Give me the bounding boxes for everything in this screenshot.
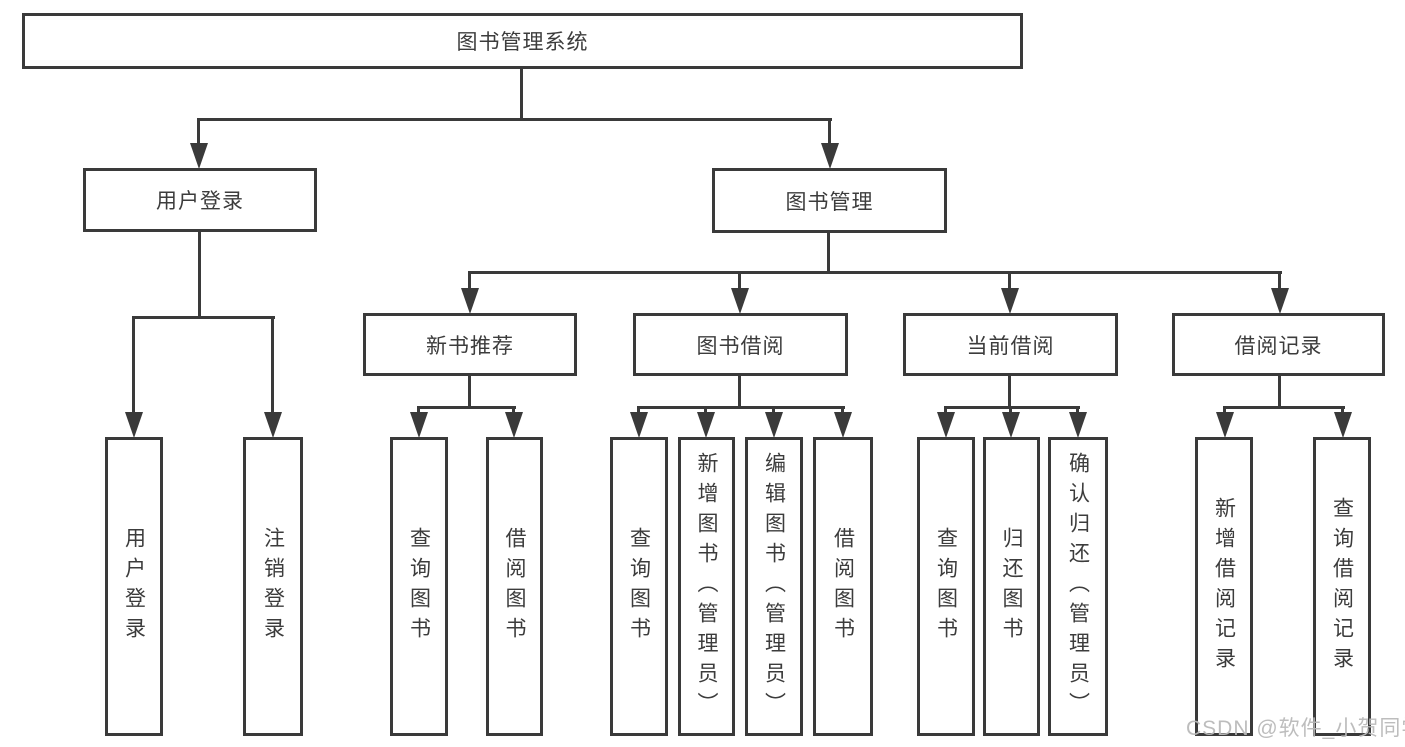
arrow-down-icon xyxy=(834,412,852,438)
leaf-label: 借阅图书 xyxy=(503,526,526,647)
node-root-label: 图书管理系统 xyxy=(456,31,589,54)
node-current-borrow-label: 当前借阅 xyxy=(966,334,1055,358)
leaf-label: 借阅图书 xyxy=(831,526,855,647)
arrow-down-icon xyxy=(1216,412,1234,438)
connector-stem-book-mgmt xyxy=(828,118,831,148)
connector-root-stem xyxy=(520,69,523,121)
csdn-watermark: CSDN @软件_小贺同学 xyxy=(1186,717,1405,740)
leaf-query-books-borrow: 查询图书 xyxy=(610,437,668,736)
connector-newbook-stem xyxy=(468,376,471,409)
connector-stem-leaf xyxy=(417,406,420,416)
leaf-confirm-return-admin: 确认归还（管理员） xyxy=(1048,437,1108,736)
leaf-label: 新增借阅记录 xyxy=(1212,496,1236,677)
connector-stem-leaf xyxy=(772,406,775,416)
node-book-management-label: 图书管理 xyxy=(785,190,874,214)
connector-stem-leaf xyxy=(841,406,844,416)
connector-current-stem xyxy=(1008,376,1011,409)
leaf-query-books-current: 查询图书 xyxy=(917,437,975,736)
leaf-label: 查询图书 xyxy=(934,526,958,647)
connector-stem-leaf xyxy=(1009,406,1012,416)
leaf-label: 查询图书 xyxy=(627,526,651,647)
arrow-down-icon xyxy=(1271,288,1289,314)
leaf-label: 查询借阅记录 xyxy=(1330,496,1354,677)
leaf-borrow-books-recommend: 借阅图书 xyxy=(486,437,543,736)
node-borrow-records-label: 借阅记录 xyxy=(1234,334,1323,358)
connector-root-branch xyxy=(197,118,832,121)
connector-userlogin-branch xyxy=(132,316,275,319)
arrow-down-icon xyxy=(731,288,749,314)
connector-stem-leaf xyxy=(1223,406,1226,416)
leaf-label: 注销登录 xyxy=(261,526,285,647)
connector-bookmgmt-stem xyxy=(827,233,830,274)
connector-stem-records xyxy=(1278,271,1281,293)
leaf-query-borrow-record: 查询借阅记录 xyxy=(1313,437,1371,736)
node-user-login: 用户登录 xyxy=(83,168,317,232)
connector-stem-borrow xyxy=(738,271,741,293)
arrow-down-icon xyxy=(264,412,282,438)
arrow-down-icon xyxy=(1002,412,1020,438)
leaf-user-login: 用户登录 xyxy=(105,437,163,736)
arrow-down-icon xyxy=(410,412,428,438)
connector-userlogin-stem xyxy=(198,232,201,319)
leaf-label: 归还图书 xyxy=(1000,526,1023,647)
connector-stem-leaf xyxy=(512,406,515,416)
leaf-label: 新增图书（管理员） xyxy=(695,451,718,722)
node-user-login-label: 用户登录 xyxy=(156,190,244,213)
leaf-label: 确认归还（管理员） xyxy=(1066,451,1090,722)
connector-stem-current xyxy=(1008,271,1011,293)
connector-records-stem xyxy=(1278,376,1281,409)
leaf-logout: 注销登录 xyxy=(243,437,303,736)
arrow-down-icon xyxy=(1334,412,1352,438)
connector-stem-leaf xyxy=(944,406,947,416)
node-root: 图书管理系统 xyxy=(22,13,1023,69)
arrow-down-icon xyxy=(190,143,208,169)
arrow-down-icon xyxy=(505,412,523,438)
leaf-add-books-admin: 新增图书（管理员） xyxy=(678,437,735,736)
connector-current-branch xyxy=(944,406,1080,409)
connector-stem-leaf xyxy=(1076,406,1079,416)
connector-stem-leaf xyxy=(1341,406,1344,416)
leaf-label: 查询图书 xyxy=(407,526,431,647)
leaf-return-books: 归还图书 xyxy=(983,437,1040,736)
leaf-label: 用户登录 xyxy=(122,526,146,647)
connector-stem-leaf xyxy=(271,316,274,416)
connector-stem-user-login xyxy=(197,118,200,148)
arrow-down-icon xyxy=(125,412,143,438)
leaf-label: 编辑图书（管理员） xyxy=(762,451,786,722)
node-current-borrow: 当前借阅 xyxy=(903,313,1118,376)
connector-stem-leaf xyxy=(637,406,640,416)
node-borrow-records: 借阅记录 xyxy=(1172,313,1385,376)
leaf-borrow-books: 借阅图书 xyxy=(813,437,873,736)
node-book-management: 图书管理 xyxy=(712,168,947,233)
arrow-down-icon xyxy=(697,412,715,438)
connector-stem-leaf xyxy=(704,406,707,416)
arrow-down-icon xyxy=(821,143,839,169)
arrow-down-icon xyxy=(1001,288,1019,314)
connector-borrow-branch xyxy=(637,406,845,409)
connector-stem-newbook xyxy=(468,271,471,293)
arrow-down-icon xyxy=(461,288,479,314)
arrow-down-icon xyxy=(1069,412,1087,438)
node-book-borrow: 图书借阅 xyxy=(633,313,848,376)
node-new-book-recommend-label: 新书推荐 xyxy=(426,334,514,358)
connector-stem-leaf xyxy=(132,316,135,416)
connector-borrow-stem xyxy=(738,376,741,409)
connector-records-branch xyxy=(1223,406,1345,409)
connector-bookmgmt-branch xyxy=(468,271,1282,274)
arrow-down-icon xyxy=(765,412,783,438)
leaf-edit-books-admin: 编辑图书（管理员） xyxy=(745,437,803,736)
arrow-down-icon xyxy=(630,412,648,438)
leaf-query-books-recommend: 查询图书 xyxy=(390,437,448,736)
node-new-book-recommend: 新书推荐 xyxy=(363,313,577,376)
leaf-add-borrow-record: 新增借阅记录 xyxy=(1195,437,1253,736)
node-book-borrow-label: 图书借阅 xyxy=(696,334,785,358)
connector-newbook-branch xyxy=(417,406,516,409)
arrow-down-icon xyxy=(937,412,955,438)
